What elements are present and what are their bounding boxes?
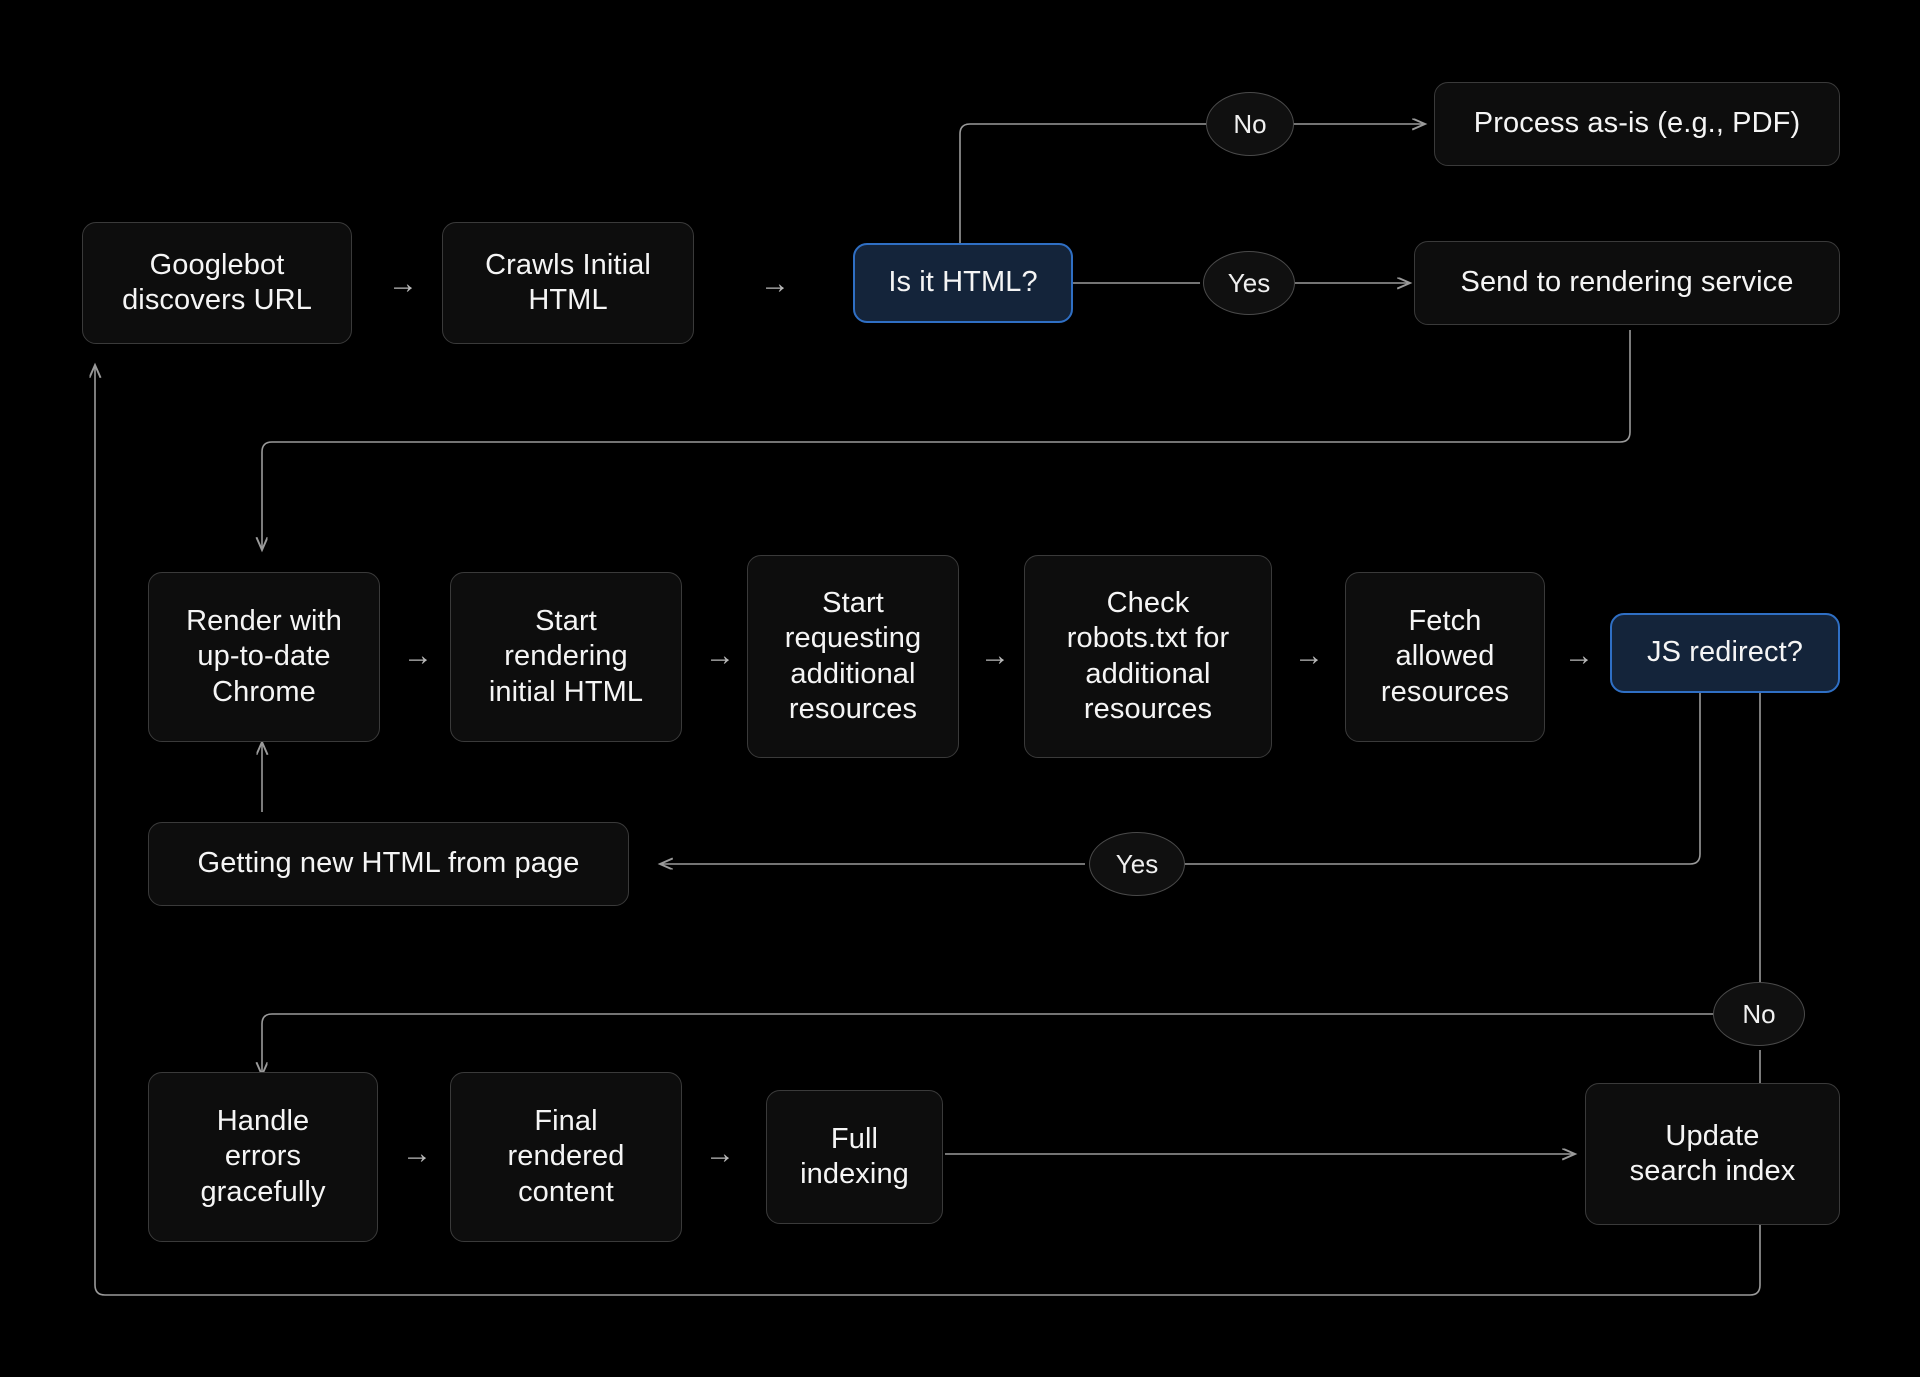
- edge-no-to-handle-errors: [262, 1013, 1713, 1075]
- arrow-fetch-to-js-redirect: →: [1564, 639, 1594, 672]
- edge-html-to-no: [959, 123, 1206, 253]
- node-start-rendering-initial-html[interactable]: Start rendering initial HTML: [450, 572, 682, 742]
- arrow-requesting-to-check-robots: →: [980, 639, 1010, 672]
- arrow-start-rendering-to-requesting: →: [705, 639, 735, 672]
- node-final-rendered-content[interactable]: Final rendered content: [450, 1072, 682, 1242]
- node-js-redirect[interactable]: JS redirect?: [1610, 613, 1840, 693]
- node-process-as-is[interactable]: Process as-is (e.g., PDF): [1434, 82, 1840, 166]
- node-full-indexing[interactable]: Full indexing: [766, 1090, 943, 1224]
- node-getting-new-html-from-page[interactable]: Getting new HTML from page: [148, 822, 629, 906]
- node-check-robots-txt[interactable]: Check robots.txt for additional resource…: [1024, 555, 1272, 758]
- arrow-final-content-to-full-indexing: →: [705, 1137, 735, 1170]
- node-googlebot-discovers-url[interactable]: Googlebot discovers URL: [82, 222, 352, 344]
- edge-label-html-yes: Yes: [1203, 251, 1295, 315]
- node-fetch-allowed-resources[interactable]: Fetch allowed resources: [1345, 572, 1545, 742]
- node-update-search-index[interactable]: Update search index: [1585, 1083, 1840, 1225]
- arrow-googlebot-to-crawls: →: [388, 267, 418, 300]
- node-is-it-html[interactable]: Is it HTML?: [853, 243, 1073, 323]
- arrow-handle-errors-to-final-content: →: [402, 1137, 432, 1170]
- node-send-to-rendering-service[interactable]: Send to rendering service: [1414, 241, 1840, 325]
- arrow-check-robots-to-fetch: →: [1294, 639, 1324, 672]
- node-handle-errors-gracefully[interactable]: Handle errors gracefully: [148, 1072, 378, 1242]
- arrow-chrome-to-start-rendering: →: [403, 639, 433, 672]
- edge-render-service-to-chrome: [262, 330, 1631, 550]
- arrow-crawls-to-ishtml: →: [760, 267, 790, 300]
- edge-label-redirect-yes: Yes: [1089, 832, 1185, 896]
- node-start-requesting-additional-resources[interactable]: Start requesting additional resources: [747, 555, 959, 758]
- node-crawls-initial-html[interactable]: Crawls Initial HTML: [442, 222, 694, 344]
- edge-label-html-no: No: [1206, 92, 1294, 156]
- node-render-with-chrome[interactable]: Render with up-to-date Chrome: [148, 572, 380, 742]
- edge-label-redirect-no: No: [1713, 982, 1805, 1046]
